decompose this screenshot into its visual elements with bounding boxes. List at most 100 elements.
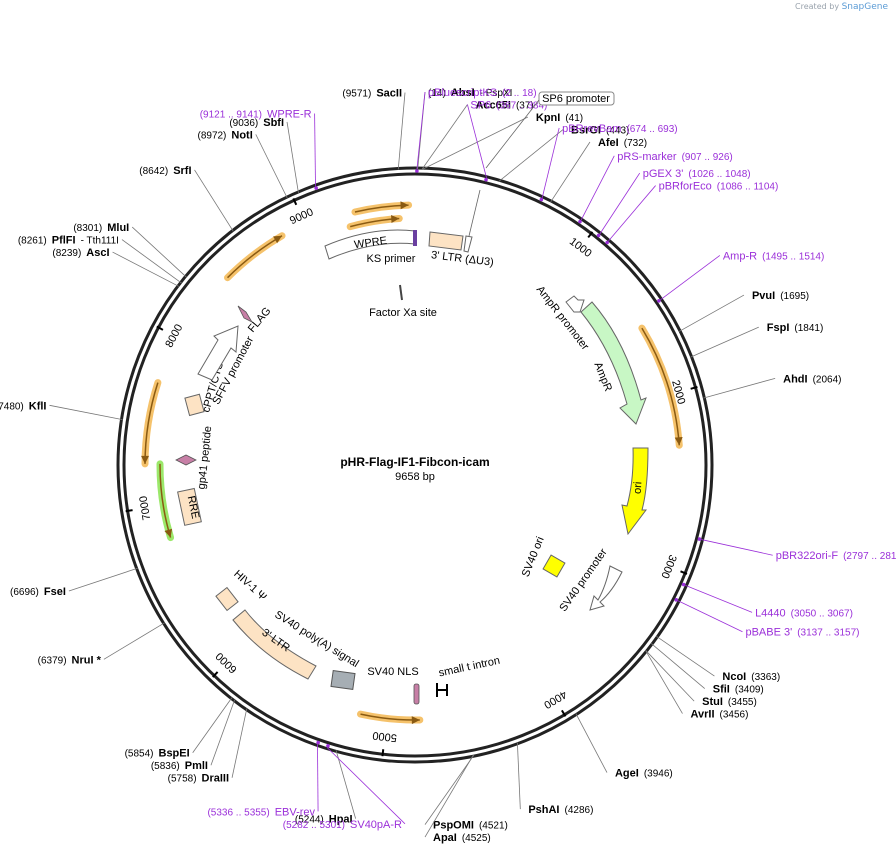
site-label: (5244)HpaI (295, 814, 353, 826)
site-leader (194, 169, 234, 232)
tick-label: 7000 (138, 495, 154, 521)
site-text: (8301) (73, 223, 102, 234)
orf-arrowhead (391, 215, 400, 224)
snapgene-brand: SnapGene (841, 2, 888, 12)
site-text: NotI (231, 129, 252, 141)
restriction-sites: (14)AbsI- PspXI(9571)SacIIAcc65I(37)KpnI… (0, 87, 842, 844)
tick-label: 5000 (372, 729, 398, 744)
site-leader (68, 567, 138, 592)
site-leader (192, 697, 233, 753)
site-label: AhdI(2064) (783, 373, 841, 385)
primer-text: (1086 .. 1104) (717, 182, 779, 193)
site-label: Acc65I(37) (475, 100, 533, 112)
primer-site-mark (484, 177, 488, 182)
small-t-intron-mark (436, 683, 448, 697)
site-leader (210, 699, 236, 766)
site-text: (7480) (0, 401, 24, 412)
ks-primer-mark (413, 230, 417, 246)
primer-text: SV40pA-R (350, 819, 402, 831)
site-leader (645, 650, 683, 714)
site-text: (3456) (720, 710, 749, 721)
orf-highlight (141, 379, 162, 468)
primer-text: SP6 (470, 100, 491, 112)
site-text: (3409) (735, 685, 764, 696)
orf-arrowhead (411, 716, 420, 725)
ori-arrow (621, 447, 649, 536)
site-text: (14) (428, 88, 446, 99)
primer-label: (5336 .. 5355)EBV-rev (207, 806, 315, 818)
site-text: (4521) (479, 821, 508, 832)
plasmid-size: 9658 bp (395, 471, 435, 483)
primer-site-mark (681, 582, 686, 587)
site-text: DraIII (202, 773, 230, 785)
tick-9000 (292, 198, 298, 206)
sv40-polya-box (330, 669, 356, 691)
wpre-label: WPRE (353, 235, 387, 251)
tick-6000 (212, 671, 219, 678)
site-leader (112, 251, 180, 287)
site-text: - Tth111I (81, 236, 119, 247)
primer-text: pBluescriptKS (428, 87, 497, 99)
gp41-peptide-label: gp41 peptide (196, 425, 215, 490)
site-leader (498, 129, 564, 182)
site-text: (41) (565, 113, 583, 124)
tick-5000 (381, 749, 385, 757)
snapgene-credit: Created by SnapGene (795, 2, 888, 12)
primer-leader (677, 600, 743, 633)
sp6-promoter-label: SP6 promoter (542, 93, 610, 105)
primer-leader (541, 127, 560, 198)
site-text: (3946) (644, 769, 673, 780)
sp6-promoter-box (538, 91, 615, 106)
site-text: StuI (702, 696, 723, 708)
site-label: AgeI (3946) (615, 768, 673, 780)
primer-text: pBABE 3' (745, 627, 792, 639)
primer-leader (599, 172, 641, 235)
primer-leader (580, 155, 615, 221)
orf-arrowhead (164, 528, 173, 538)
site-text: (5758) (168, 774, 197, 785)
site-leader (231, 708, 248, 778)
primer-site-mark (539, 197, 544, 202)
site-label: (6696)FseI (10, 586, 66, 598)
site-label: SfiI(3409) (713, 684, 764, 696)
primer-text: (2797 .. 2816) (843, 551, 896, 562)
site-leader (424, 755, 474, 838)
orf-arrowhead (273, 235, 283, 244)
primer-text: (674 .. 693) (626, 124, 677, 135)
tick-3000 (680, 570, 688, 575)
sv40-nls-label: SV40 NLS (367, 666, 418, 678)
site-text: KpnI (536, 112, 560, 124)
primer-site-mark (657, 299, 661, 303)
site-leader (421, 104, 468, 170)
backbone-outer (116, 166, 714, 764)
site-label: PshAI(4286) (528, 804, 593, 816)
site-text: Acc65I (475, 100, 510, 112)
site-text: PspOMI (433, 820, 474, 832)
site-leader (255, 134, 288, 199)
site-leader (49, 404, 123, 421)
primer-text: pBRforEco (659, 181, 712, 193)
tick-1000 (587, 231, 594, 239)
site-leader (656, 635, 715, 677)
orf-arrowhead (141, 455, 150, 464)
primer-label: SP6(367 .. 384) (470, 100, 547, 112)
ampr-label: AmpR (591, 360, 614, 393)
primer-text: pGEX 3' (643, 168, 684, 180)
site-text: (8261) (18, 236, 47, 247)
site-text: AfeI (598, 137, 619, 149)
site-text: (732) (624, 138, 647, 149)
credit-prefix: Created by (795, 2, 840, 11)
site-label: (8642)SrfI (139, 165, 191, 177)
site-leader (121, 239, 182, 284)
primer-leader (608, 185, 656, 242)
site-label: (14)AbsI- PspXI (428, 87, 512, 99)
site-text: AgeI (615, 768, 639, 780)
site-leader (131, 226, 187, 278)
backbone-inner (122, 172, 708, 758)
primer-leader (701, 539, 773, 556)
ltr3-label: 3' LTR (ΔU3) (430, 249, 494, 269)
sv40-promoter-arrow (589, 565, 623, 611)
primer-leader (314, 113, 316, 187)
primer-label: pRS-marker(907 .. 926) (617, 151, 732, 163)
ampr-promoter-arrow (565, 295, 585, 313)
